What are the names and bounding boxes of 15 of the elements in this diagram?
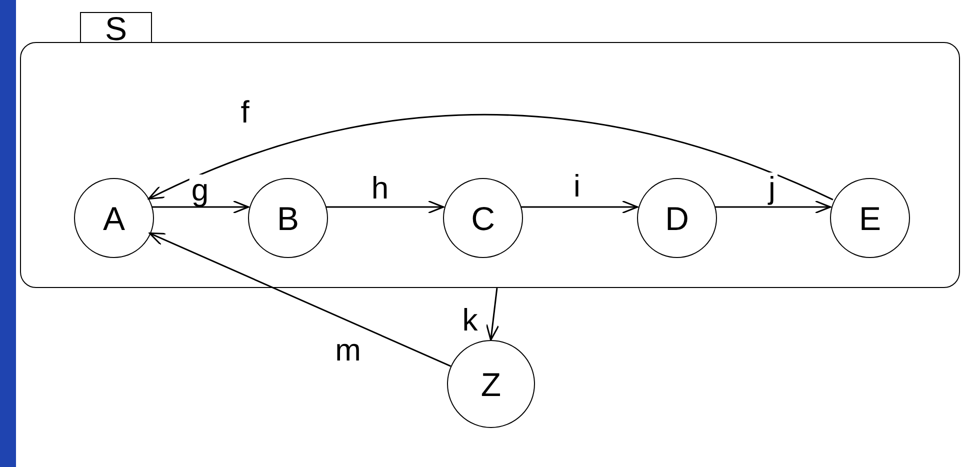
transition-arrow [148, 114, 834, 200]
state-name: B [276, 202, 299, 234]
transition-arrow [148, 232, 452, 367]
state-name: E [858, 202, 881, 234]
edge-label: j [766, 172, 778, 204]
state-name: A [102, 202, 125, 234]
transition-arrow [714, 200, 832, 214]
state-name: S [104, 12, 127, 44]
transition-arrow [486, 288, 500, 341]
transition-arrow [520, 200, 638, 214]
state-name: Z [480, 368, 502, 400]
state-name: C [471, 202, 495, 234]
state-name: D [665, 202, 689, 234]
transition-arrow [326, 200, 444, 214]
transition-arrow [152, 200, 250, 214]
